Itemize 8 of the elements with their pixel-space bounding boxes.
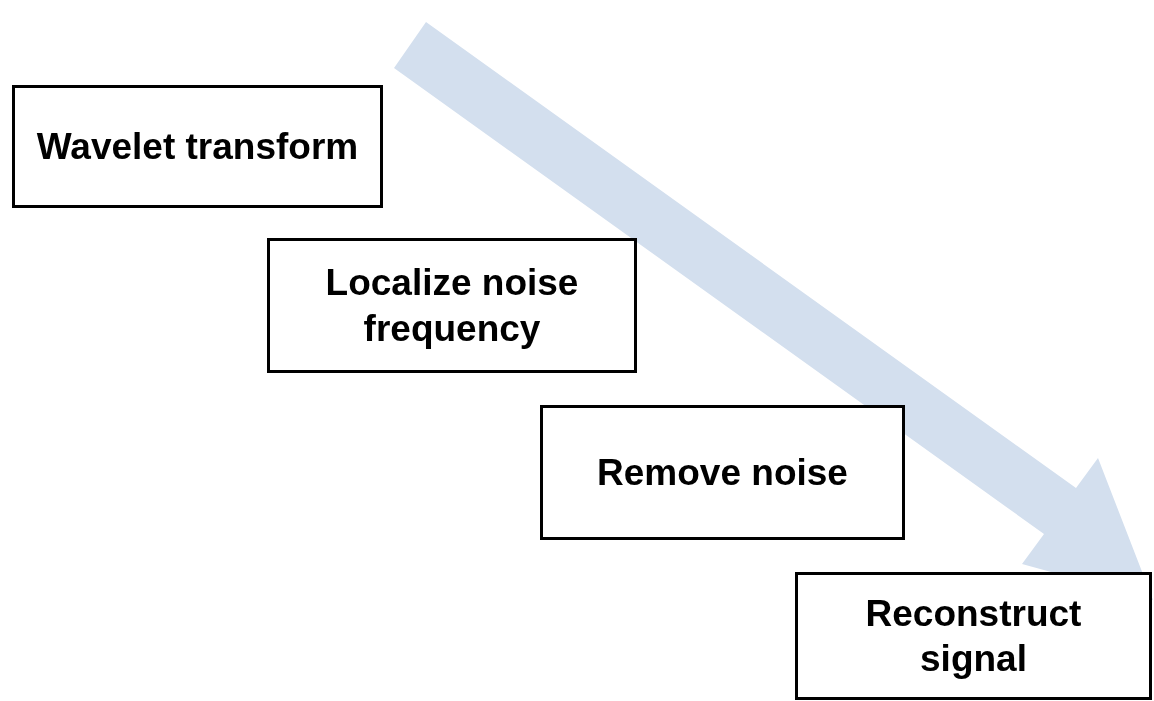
process-box	[12, 85, 383, 208]
process-box	[795, 572, 1152, 700]
step-label: Wavelet transform	[36, 124, 359, 169]
step-label: Remove noise	[597, 450, 848, 495]
process-box	[540, 405, 905, 540]
process-box	[267, 238, 637, 373]
step-label: Reconstruct signal	[864, 591, 1083, 681]
step-label: Localize noise frequency	[324, 261, 580, 351]
